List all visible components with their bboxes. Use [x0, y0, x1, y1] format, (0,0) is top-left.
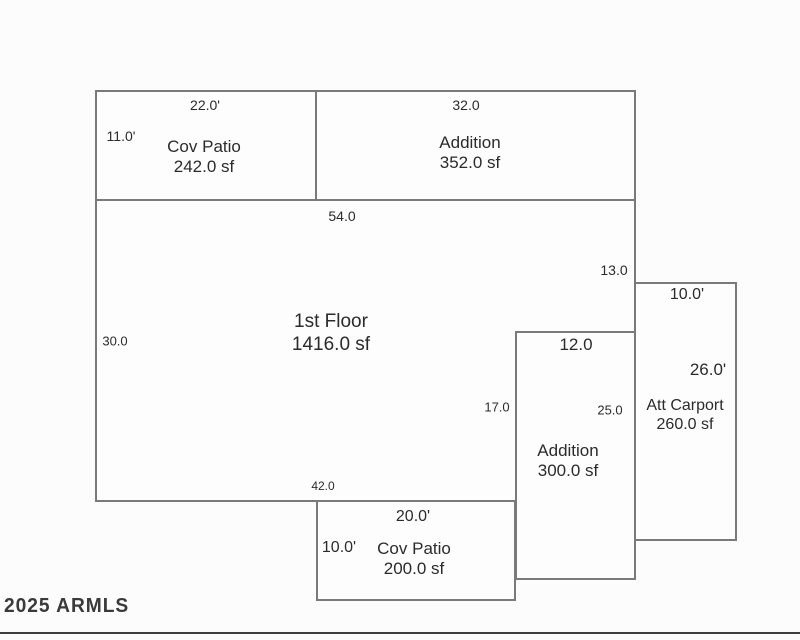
dim-cov-patio-bottom-height: 10.0' — [321, 539, 357, 556]
room-label-att-carport: Att Carport 260.0 sf — [646, 397, 723, 435]
room-name: Att Carport — [646, 397, 724, 415]
room-area: 242.0 sf — [173, 157, 235, 176]
dim-addition-right-width: 12.0 — [559, 335, 593, 354]
room-label-cov-patio-top: Cov Patio 242.0 sf — [167, 137, 241, 177]
att-carport-outline — [634, 282, 737, 541]
room-name: Cov Patio — [167, 136, 241, 156]
dim-cov-patio-bottom-width: 20.0' — [395, 508, 431, 525]
dim-cov-patio-top-height: 11.0' — [106, 128, 136, 144]
room-area: 1416.0 sf — [291, 334, 371, 355]
addition-top-outline — [315, 90, 636, 201]
room-name: Addition — [537, 440, 599, 460]
room-label-addition-right: Addition 300.0 sf — [537, 441, 598, 481]
dim-first-floor-right-upper: 13.0 — [600, 262, 628, 278]
bottom-divider-line — [0, 632, 800, 634]
room-label-first-floor: 1st Floor 1416.0 sf — [292, 310, 370, 356]
dim-cov-patio-top-width: 22.0' — [190, 97, 220, 113]
dim-first-floor-bottom-run: 42.0 — [311, 479, 335, 493]
room-label-cov-patio-bottom: Cov Patio 200.0 sf — [377, 539, 451, 579]
dim-carport-height: 26.0' — [689, 360, 727, 379]
room-name: Cov Patio — [377, 538, 451, 558]
room-area: 260.0 sf — [656, 416, 714, 433]
room-name: 1st Floor — [294, 310, 368, 332]
dim-first-floor-width: 54.0 — [328, 208, 356, 224]
cov-patio-bottom-outline — [316, 500, 516, 601]
dim-addition-right-inner-height: 17.0 — [484, 399, 510, 415]
room-area: 300.0 sf — [537, 461, 599, 480]
armls-watermark: 2025 ARMLS — [4, 595, 130, 617]
cov-patio-top-outline — [95, 90, 317, 201]
room-name: Addition — [439, 132, 501, 152]
dim-carport-width: 10.0' — [669, 286, 705, 303]
dim-addition-right-height: 25.0 — [597, 402, 623, 418]
room-label-addition-top: Addition 352.0 sf — [439, 133, 500, 173]
dim-first-floor-height: 30.0 — [102, 333, 128, 349]
room-area: 352.0 sf — [439, 153, 501, 172]
dim-addition-top-width: 32.0 — [452, 97, 480, 113]
room-area: 200.0 sf — [383, 559, 445, 578]
